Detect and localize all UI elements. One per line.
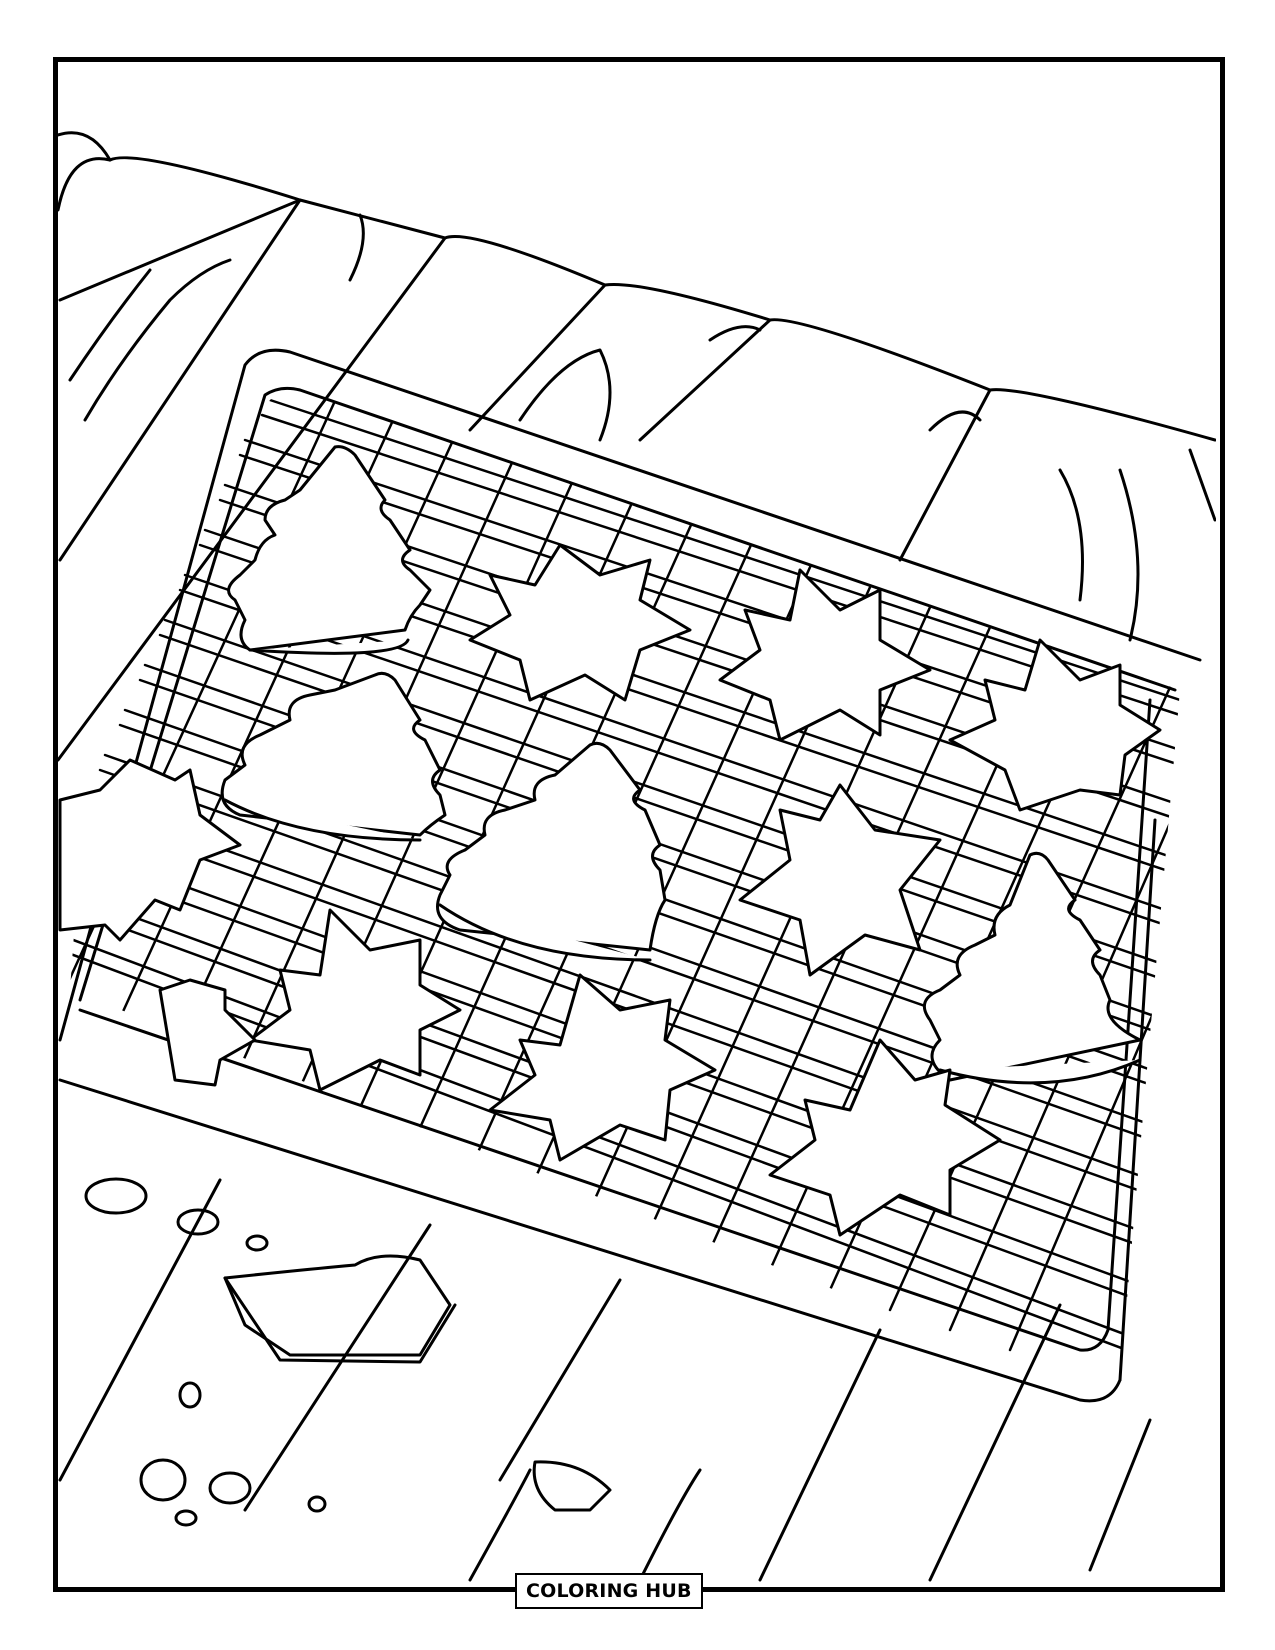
star-cookie — [248, 908, 462, 1092]
crumb — [139, 1458, 187, 1502]
star-cookie — [718, 568, 932, 742]
tree-cookie — [436, 741, 667, 952]
crumb — [178, 1381, 202, 1409]
baking-tray — [58, 348, 1202, 1403]
star-cookie — [468, 543, 692, 702]
wooden-planks — [58, 131, 1216, 762]
crumb — [174, 1509, 198, 1527]
wooden-table-bottom — [58, 1178, 1152, 1582]
star-cookie — [948, 638, 1162, 812]
star-cookie — [768, 1038, 1002, 1237]
star-cookie — [488, 973, 717, 1162]
crumb — [176, 1208, 220, 1236]
cookies — [58, 445, 1162, 1237]
star-cookie — [58, 758, 242, 942]
crumbs — [84, 1177, 612, 1527]
broken-cookie-piece — [223, 1254, 452, 1357]
tree-cookie — [227, 445, 432, 652]
logo-text: COLORING HUB — [526, 1580, 692, 1602]
broken-cookie-piece — [532, 1460, 612, 1512]
star-cookie — [158, 978, 257, 1087]
crumb — [245, 1234, 269, 1252]
star-cookie — [738, 783, 942, 977]
crumb — [84, 1177, 148, 1215]
crumb — [208, 1471, 252, 1505]
tree-cookie — [220, 671, 447, 837]
coloring-hub-logo: COLORING HUB — [515, 1573, 703, 1609]
crumb — [307, 1495, 327, 1513]
